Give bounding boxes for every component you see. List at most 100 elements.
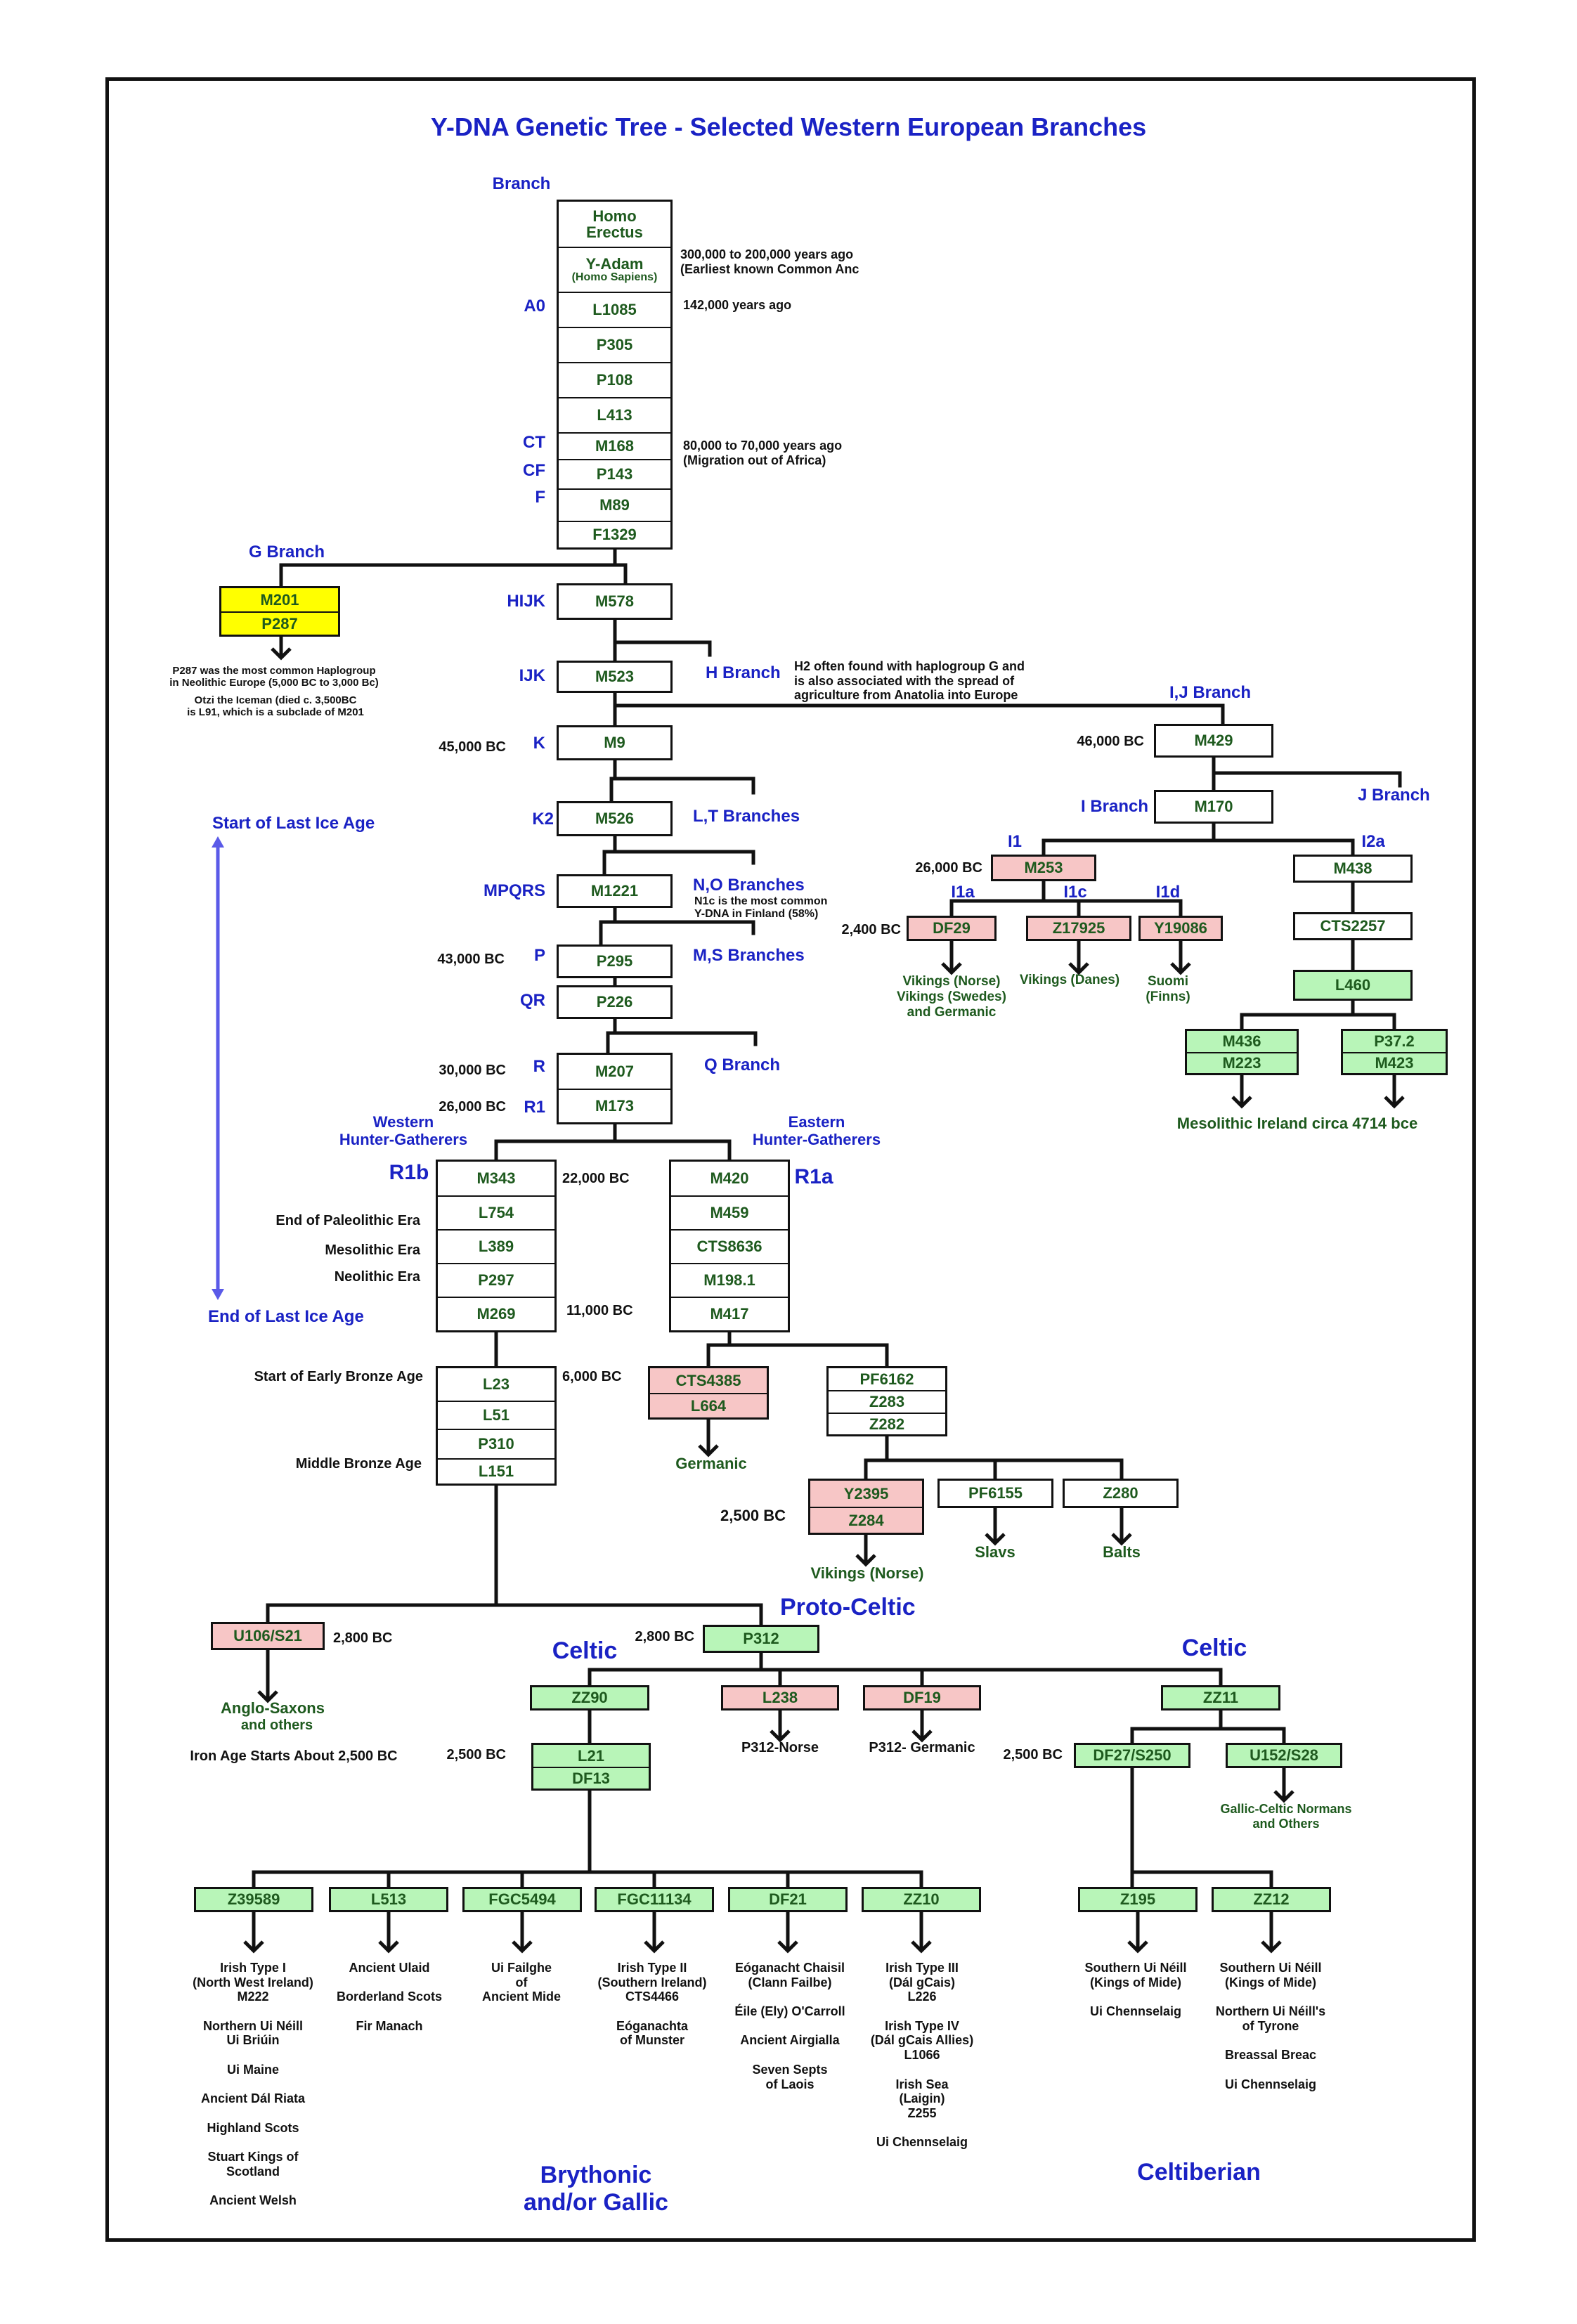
haplogroup-label: M89 — [599, 496, 630, 514]
label-middle-bronze-label: Middle Bronze Age — [295, 1456, 422, 1472]
haplogroup-label: P287 — [261, 614, 298, 632]
label-i1c-desc: Vikings (Danes) — [1019, 973, 1120, 987]
haplogroup-label: PF6162 — [859, 1370, 914, 1389]
haplogroup-box-m438: M438 — [1293, 855, 1413, 883]
label-r-label: R — [533, 1057, 545, 1076]
haplogroup-cell: M459 — [671, 1195, 788, 1229]
label-f: F — [535, 488, 545, 507]
haplogroup-cell: U152/S28 — [1228, 1745, 1340, 1766]
haplogroup-cell: M423 — [1343, 1052, 1446, 1073]
haplogroup-label: L460 — [1335, 976, 1371, 994]
haplogroup-box-mpqrs: M1221 — [557, 874, 673, 908]
haplogroup-label: P143 — [596, 465, 633, 483]
label-n1c-note: N1c is the most common Y-DNA in Finland … — [694, 895, 828, 921]
haplogroup-cell: ZZ90 — [532, 1687, 647, 1708]
haplogroup-cell: L513 — [331, 1889, 446, 1910]
label-paleolithic-label: End of Paleolithic Era — [275, 1213, 420, 1228]
haplogroup-label: Z283 — [869, 1393, 905, 1411]
haplogroup-cell: M1221 — [559, 876, 670, 906]
label-h-branch-label: H Branch — [706, 663, 781, 682]
haplogroup-cell: L460 — [1295, 972, 1410, 999]
label-i1a-label: I1a — [951, 883, 975, 902]
haplogroup-label: U152/S28 — [1250, 1746, 1318, 1765]
haplogroup-label: DF29 — [933, 919, 971, 937]
label-r1a-label: R1a — [794, 1165, 833, 1188]
label-branch-head: Branch — [492, 174, 551, 193]
haplogroup-cell: ZZ12 — [1214, 1889, 1329, 1910]
haplogroup-cell: L754 — [438, 1195, 554, 1229]
haplogroup-label: Erectus — [586, 223, 643, 241]
label-and-others-label: and others — [240, 1718, 313, 1733]
haplogroup-label: L413 — [597, 406, 632, 424]
haplogroup-label: DF27/S250 — [1093, 1746, 1172, 1765]
haplogroup-box-z195: Z195 — [1078, 1887, 1198, 1912]
haplogroup-label: FGC11134 — [617, 1890, 692, 1909]
haplogroup-cell: L413 — [559, 397, 670, 432]
down-arrow-icon — [271, 637, 292, 661]
label-ehg-label: Eastern Hunter-Gatherers — [752, 1113, 881, 1149]
haplogroup-label: M578 — [595, 592, 635, 611]
haplogroup-cell: M343 — [438, 1162, 554, 1195]
label-anglo-saxons-label: Anglo-Saxons — [221, 1699, 325, 1717]
haplogroup-cell: L21 — [533, 1745, 649, 1767]
haplogroup-label: M459 — [710, 1204, 749, 1222]
haplogroup-label: M201 — [260, 590, 299, 609]
haplogroup-label: Y-Adam — [585, 255, 644, 273]
label-a0: A0 — [524, 297, 545, 316]
haplogroup-label: Z284 — [848, 1511, 884, 1529]
haplogroup-cell: L23 — [438, 1368, 554, 1401]
haplogroup-box-zz90: ZZ90 — [530, 1685, 649, 1710]
haplogroup-label: M417 — [710, 1305, 749, 1323]
label-ijk-label: IJK — [519, 666, 545, 685]
haplogroup-cell: M198.1 — [671, 1263, 788, 1297]
haplogroup-box-l238: L238 — [721, 1685, 839, 1710]
haplogroup-label: P226 — [596, 993, 633, 1011]
haplogroup-label: Z39589 — [227, 1890, 280, 1909]
haplogroup-cell: M429 — [1156, 726, 1271, 755]
haplogroup-label: Y2395 — [843, 1484, 889, 1502]
haplogroup-label: M343 — [476, 1169, 516, 1188]
haplogroup-cell: M223 — [1187, 1052, 1297, 1073]
haplogroup-cell: Z284 — [810, 1507, 922, 1533]
haplogroup-cell: P295 — [559, 947, 670, 976]
haplogroup-box-qr: P226 — [557, 985, 673, 1019]
down-arrow-icon — [1068, 957, 1089, 975]
haplogroup-cell: L51 — [438, 1401, 554, 1429]
haplogroup-box-z39589: Z39589 — [194, 1887, 313, 1912]
haplogroup-cell: M523 — [559, 663, 670, 691]
haplogroup-box-z17925: Z17925 — [1026, 916, 1131, 941]
haplogroup-label: M438 — [1333, 859, 1372, 878]
label-hijk-label: HIJK — [507, 592, 545, 611]
label-r1b-label: R1b — [389, 1161, 429, 1184]
label-p287-note: P287 was the most common Haplogroup in N… — [169, 665, 379, 689]
haplogroup-cell: DF19 — [865, 1687, 979, 1708]
diagram-frame — [105, 77, 1476, 2242]
haplogroup-label: DF19 — [903, 1689, 941, 1707]
haplogroup-label: M173 — [595, 1097, 635, 1115]
haplogroup-label: Homo — [592, 207, 637, 225]
label-j-label: J Branch — [1358, 786, 1430, 805]
label-i1c-label: I1c — [1063, 883, 1087, 902]
haplogroup-cell: DF13 — [533, 1767, 649, 1789]
haplogroup-label: DF21 — [769, 1890, 807, 1909]
haplogroup-cell: ZZ11 — [1163, 1687, 1278, 1708]
label-l513-desc: Ancient Ulaid Borderland Scots Fir Manac… — [336, 1961, 443, 2033]
haplogroup-cell: M9 — [559, 727, 670, 758]
haplogroup-cell: M578 — [559, 585, 670, 618]
haplogroup-cell: L151 — [438, 1458, 554, 1484]
haplogroup-cell: Z280 — [1065, 1481, 1176, 1506]
haplogroup-cell: P310 — [438, 1429, 554, 1458]
label-celtiberian-label: Celtiberian — [1137, 2159, 1261, 2186]
haplogroup-cell: P312 — [705, 1627, 817, 1651]
down-arrow-icon — [1261, 1930, 1282, 1954]
label-start-ice-label: Start of Last Ice Age — [212, 814, 375, 833]
haplogroup-cell: M89 — [559, 488, 670, 521]
down-arrow-icon — [911, 1930, 932, 1954]
down-arrow-icon — [941, 957, 962, 975]
label-m429-date: 46,000 BC — [1077, 734, 1144, 749]
label-fgc11134-desc: Irish Type II (Southern Ireland) CTS4466… — [597, 1961, 707, 2048]
haplogroup-box-ijk: M523 — [557, 661, 673, 693]
down-arrow-icon — [770, 1726, 791, 1743]
